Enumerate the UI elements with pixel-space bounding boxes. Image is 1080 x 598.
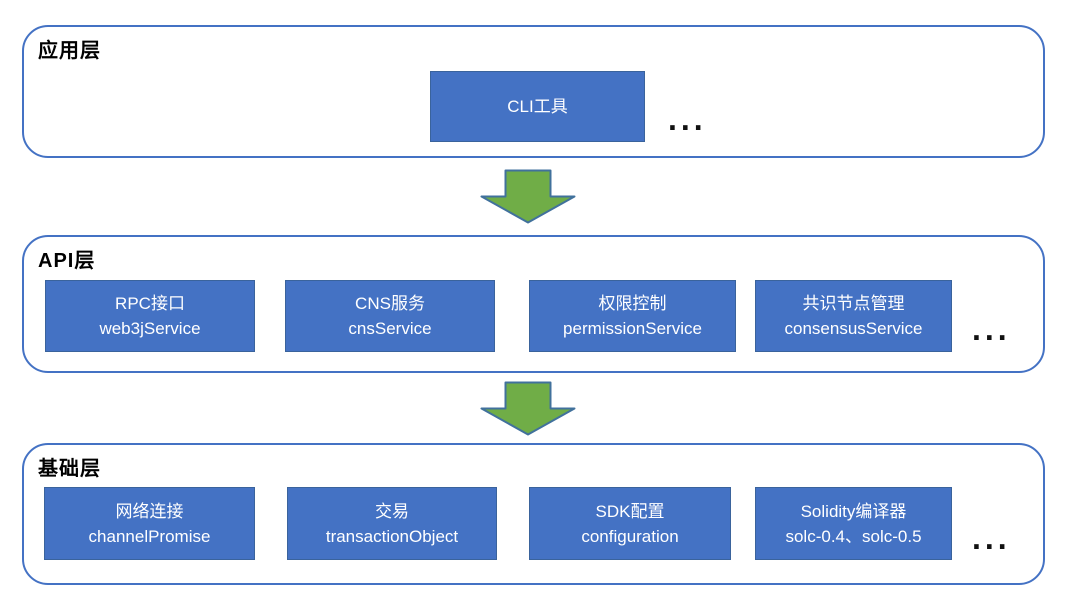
base-layer-label: 基础层 — [38, 458, 101, 480]
api-layer-container: API层 RPC接口 web3jService CNS服务 cnsService… — [22, 235, 1045, 373]
node-cns-cnsservice: CNS服务 cnsService — [285, 280, 495, 352]
node-title: Solidity编译器 — [800, 501, 907, 521]
node-subtitle: transactionObject — [325, 526, 459, 546]
node-title: SDK配置 — [595, 501, 665, 521]
node-subtitle: solc-0.4、solc-0.5 — [785, 526, 922, 546]
node-subtitle: permissionService — [563, 319, 702, 338]
node-title: 共识节点管理 — [802, 294, 905, 313]
node-title: 交易 — [375, 501, 409, 521]
node-sdk-configuration: SDK配置 configuration — [529, 487, 731, 560]
base-layer-container: 基础层 网络连接 channelPromise 交易 transactionOb… — [22, 443, 1045, 585]
node-title: CNS服务 — [355, 294, 425, 313]
application-layer-label: 应用层 — [38, 40, 101, 62]
ellipsis-more-base-modules: ... — [972, 520, 1011, 556]
node-title: 权限控制 — [598, 294, 667, 313]
node-subtitle: cnsService — [348, 319, 432, 338]
node-subtitle: configuration — [581, 526, 679, 546]
node-consensus-consensusservice: 共识节点管理 consensusService — [755, 280, 952, 352]
ellipsis-more-apps: ... — [668, 101, 707, 137]
node-cli-tool: CLI工具 — [430, 71, 645, 142]
api-layer-label: API层 — [38, 250, 96, 272]
node-title: RPC接口 — [115, 294, 185, 313]
node-title: 网络连接 — [115, 501, 184, 521]
application-layer-container: 应用层 CLI工具 ... — [22, 25, 1045, 158]
down-arrow-icon — [480, 381, 576, 436]
node-subtitle: channelPromise — [88, 526, 211, 546]
node-title: CLI工具 — [507, 97, 568, 116]
node-transaction-transactionobject: 交易 transactionObject — [287, 487, 497, 560]
node-solidity-compiler: Solidity编译器 solc-0.4、solc-0.5 — [755, 487, 952, 560]
down-arrow-icon — [480, 169, 576, 224]
node-permission-permissionservice: 权限控制 permissionService — [529, 280, 736, 352]
node-subtitle: web3jService — [99, 319, 201, 338]
node-network-channelpromise: 网络连接 channelPromise — [44, 487, 255, 560]
ellipsis-more-apis: ... — [972, 311, 1011, 347]
node-rpc-web3jservice: RPC接口 web3jService — [45, 280, 255, 352]
node-subtitle: consensusService — [784, 319, 923, 338]
